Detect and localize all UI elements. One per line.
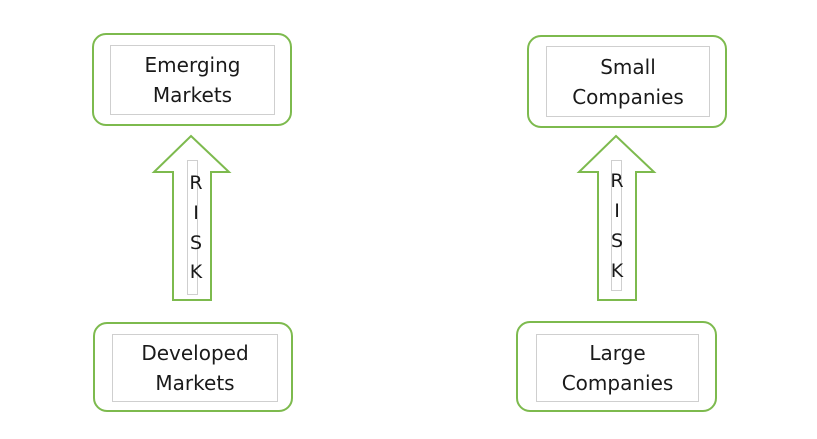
developed-markets-box: Developed Markets xyxy=(93,322,293,412)
risk-letter-k: K xyxy=(610,260,624,282)
emerging-markets-box: Emerging Markets xyxy=(92,33,292,126)
risk-letter-i: I xyxy=(193,202,199,224)
risk-letter-i: I xyxy=(614,200,620,222)
developed-markets-line-1: Developed xyxy=(141,341,249,365)
risk-letter-k: K xyxy=(189,261,203,283)
developed-markets-label-frame: Developed Markets xyxy=(112,334,278,402)
risk-label-frame xyxy=(611,160,622,291)
large-companies-line-1: Large xyxy=(589,341,646,365)
developed-markets-line-2: Markets xyxy=(155,371,235,395)
small-companies-label-frame: Small Companies xyxy=(546,46,710,117)
risk-letter-s: S xyxy=(189,232,203,254)
emerging-markets-line-1: Emerging xyxy=(144,53,241,77)
risk-letter-r: R xyxy=(610,170,624,192)
emerging-markets-line-2: Markets xyxy=(152,83,233,107)
large-companies-label-frame: Large Companies xyxy=(536,334,699,402)
emerging-markets-label-frame: Emerging Markets xyxy=(110,45,275,115)
small-companies-box: Small Companies xyxy=(527,35,727,128)
small-companies-line-2: Companies xyxy=(572,84,684,109)
risk-label-frame xyxy=(187,160,198,295)
risk-letter-s: S xyxy=(610,230,624,252)
risk-letter-r: R xyxy=(189,172,203,194)
small-companies-line-1: Small xyxy=(600,54,656,79)
large-companies-box: Large Companies xyxy=(516,321,717,412)
large-companies-line-2: Companies xyxy=(561,371,674,395)
